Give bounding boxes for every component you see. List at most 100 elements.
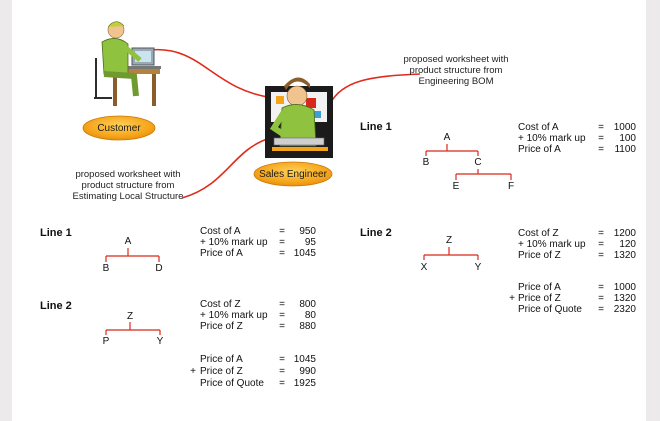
calc-value: 990 [299,366,316,377]
right-line-1: Line 1 A B C E F [360,121,514,192]
calc-name: Cost of A [200,226,241,237]
calc-value: 1200 [614,228,637,239]
left-line-2-calc: Cost of Z = 800 + 10% mark up = 80 Price… [200,299,316,332]
calc-value: 1100 [614,144,636,155]
caption-line: Estimating Local Structure [73,191,184,202]
calc-value: 1000 [614,122,637,133]
calc-name: + 10% mark up [518,133,586,144]
tree-node: B [423,157,430,168]
caption-line: proposed worksheet with [403,54,508,65]
calc-eq: = [279,226,285,237]
engineer-to-estimating-worksheet-connector [182,138,270,198]
calc-eq: = [598,293,604,304]
right-quote-total: Price of A = 1000 + Price of Z = 1320 Pr… [509,282,636,315]
calc-eq: = [279,378,285,389]
calc-eq: = [279,366,285,377]
calc-value: 1925 [294,378,317,389]
left-line-2: Line 2 Z P Y [40,300,164,347]
calc-value: 80 [305,310,317,321]
tree-node: Y [475,262,482,273]
tree-node: Z [127,311,133,322]
calc-eq: = [598,239,604,250]
calc-name: Price of A [200,248,243,259]
line-label: Line 2 [40,300,72,312]
calc-eq: = [598,133,604,144]
calc-eq: = [598,282,604,293]
calc-op: + [190,366,196,377]
tree-node: F [508,181,514,192]
tree-node: A [125,236,132,247]
left-line-1: Line 1 A B D [40,227,163,274]
diagram-canvas: Customer Sales Engineer proposed workshe… [12,0,646,421]
tree-node: Y [157,336,164,347]
calc-name: + 10% mark up [200,237,268,248]
calc-name: Cost of Z [200,299,241,310]
product-tree-branches [456,169,511,180]
customer-label: Customer [97,123,141,134]
sales-engineer-on-phone-icon [265,77,333,158]
right-line-1-calc: Cost of A = 1000 + 10% mark up = 100 Pri… [518,122,636,155]
product-tree-branches [424,247,478,260]
calc-value: 1045 [294,354,317,365]
calc-op: + [509,293,515,304]
calc-name: + 10% mark up [518,239,586,250]
caption-line: proposed worksheet with [75,169,180,180]
left-line-1-calc: Cost of A = 950 + 10% mark up = 95 Price… [200,226,316,259]
line-label: Line 1 [40,227,72,239]
tree-node: X [421,262,428,273]
caption-line: product structure from [82,180,175,191]
tree-node: B [103,263,110,274]
calc-value: 2320 [614,304,637,315]
customer-to-engineer-connector [150,50,274,98]
caption-line: product structure from [410,65,503,76]
calc-name: Price of A [200,354,243,365]
tree-node: E [453,181,460,192]
calc-value: 120 [619,239,636,250]
calc-eq: = [598,228,604,239]
calc-value: 1320 [614,293,637,304]
estimating-structure-caption: proposed worksheet with product structur… [73,169,184,202]
sales-engineer-label: Sales Engineer [259,169,327,180]
tree-node: D [155,263,162,274]
calc-value: 1000 [614,282,637,293]
engineering-bom-caption: proposed worksheet with product structur… [403,54,508,87]
product-tree-branches [426,144,478,156]
calc-value: 100 [619,133,636,144]
calc-name: Cost of A [518,122,559,133]
calc-eq: = [279,354,285,365]
tree-node: C [474,157,481,168]
quote-worksheet-diagram: Customer Sales Engineer proposed workshe… [12,0,646,421]
calc-name: Price of Quote [200,378,264,389]
calc-name: + 10% mark up [200,310,268,321]
calc-name: Cost of Z [518,228,559,239]
calc-name: Price of Z [200,366,243,377]
customer-pill: Customer [83,116,155,140]
calc-eq: = [598,250,604,261]
calc-value: 1045 [294,248,317,259]
left-quote-total: Price of A = 1045 + Price of Z = 990 Pri… [190,354,316,389]
calc-name: Price of A [518,144,561,155]
calc-name: Price of Quote [518,304,582,315]
calc-value: 95 [305,237,317,248]
calc-name: Price of A [518,282,561,293]
calc-eq: = [598,144,604,155]
engineer-to-engineering-worksheet-connector [330,74,420,104]
calc-name: Price of Z [518,293,561,304]
customer-at-computer-icon [94,22,161,106]
calc-eq: = [279,237,285,248]
calc-eq: = [279,321,285,332]
calc-value: 800 [299,299,316,310]
calc-eq: = [279,248,285,259]
calc-value: 950 [299,226,316,237]
right-line-2: Line 2 Z X Y [360,227,482,273]
right-line-2-calc: Cost of Z = 1200 + 10% mark up = 120 Pri… [518,228,636,261]
calc-value: 880 [299,321,316,332]
product-tree-branches [106,322,160,335]
calc-eq: = [279,310,285,321]
caption-line: Engineering BOM [419,76,494,87]
product-tree-branches [106,248,159,262]
calc-eq: = [279,299,285,310]
calc-eq: = [598,304,604,315]
tree-node: Z [446,235,452,246]
